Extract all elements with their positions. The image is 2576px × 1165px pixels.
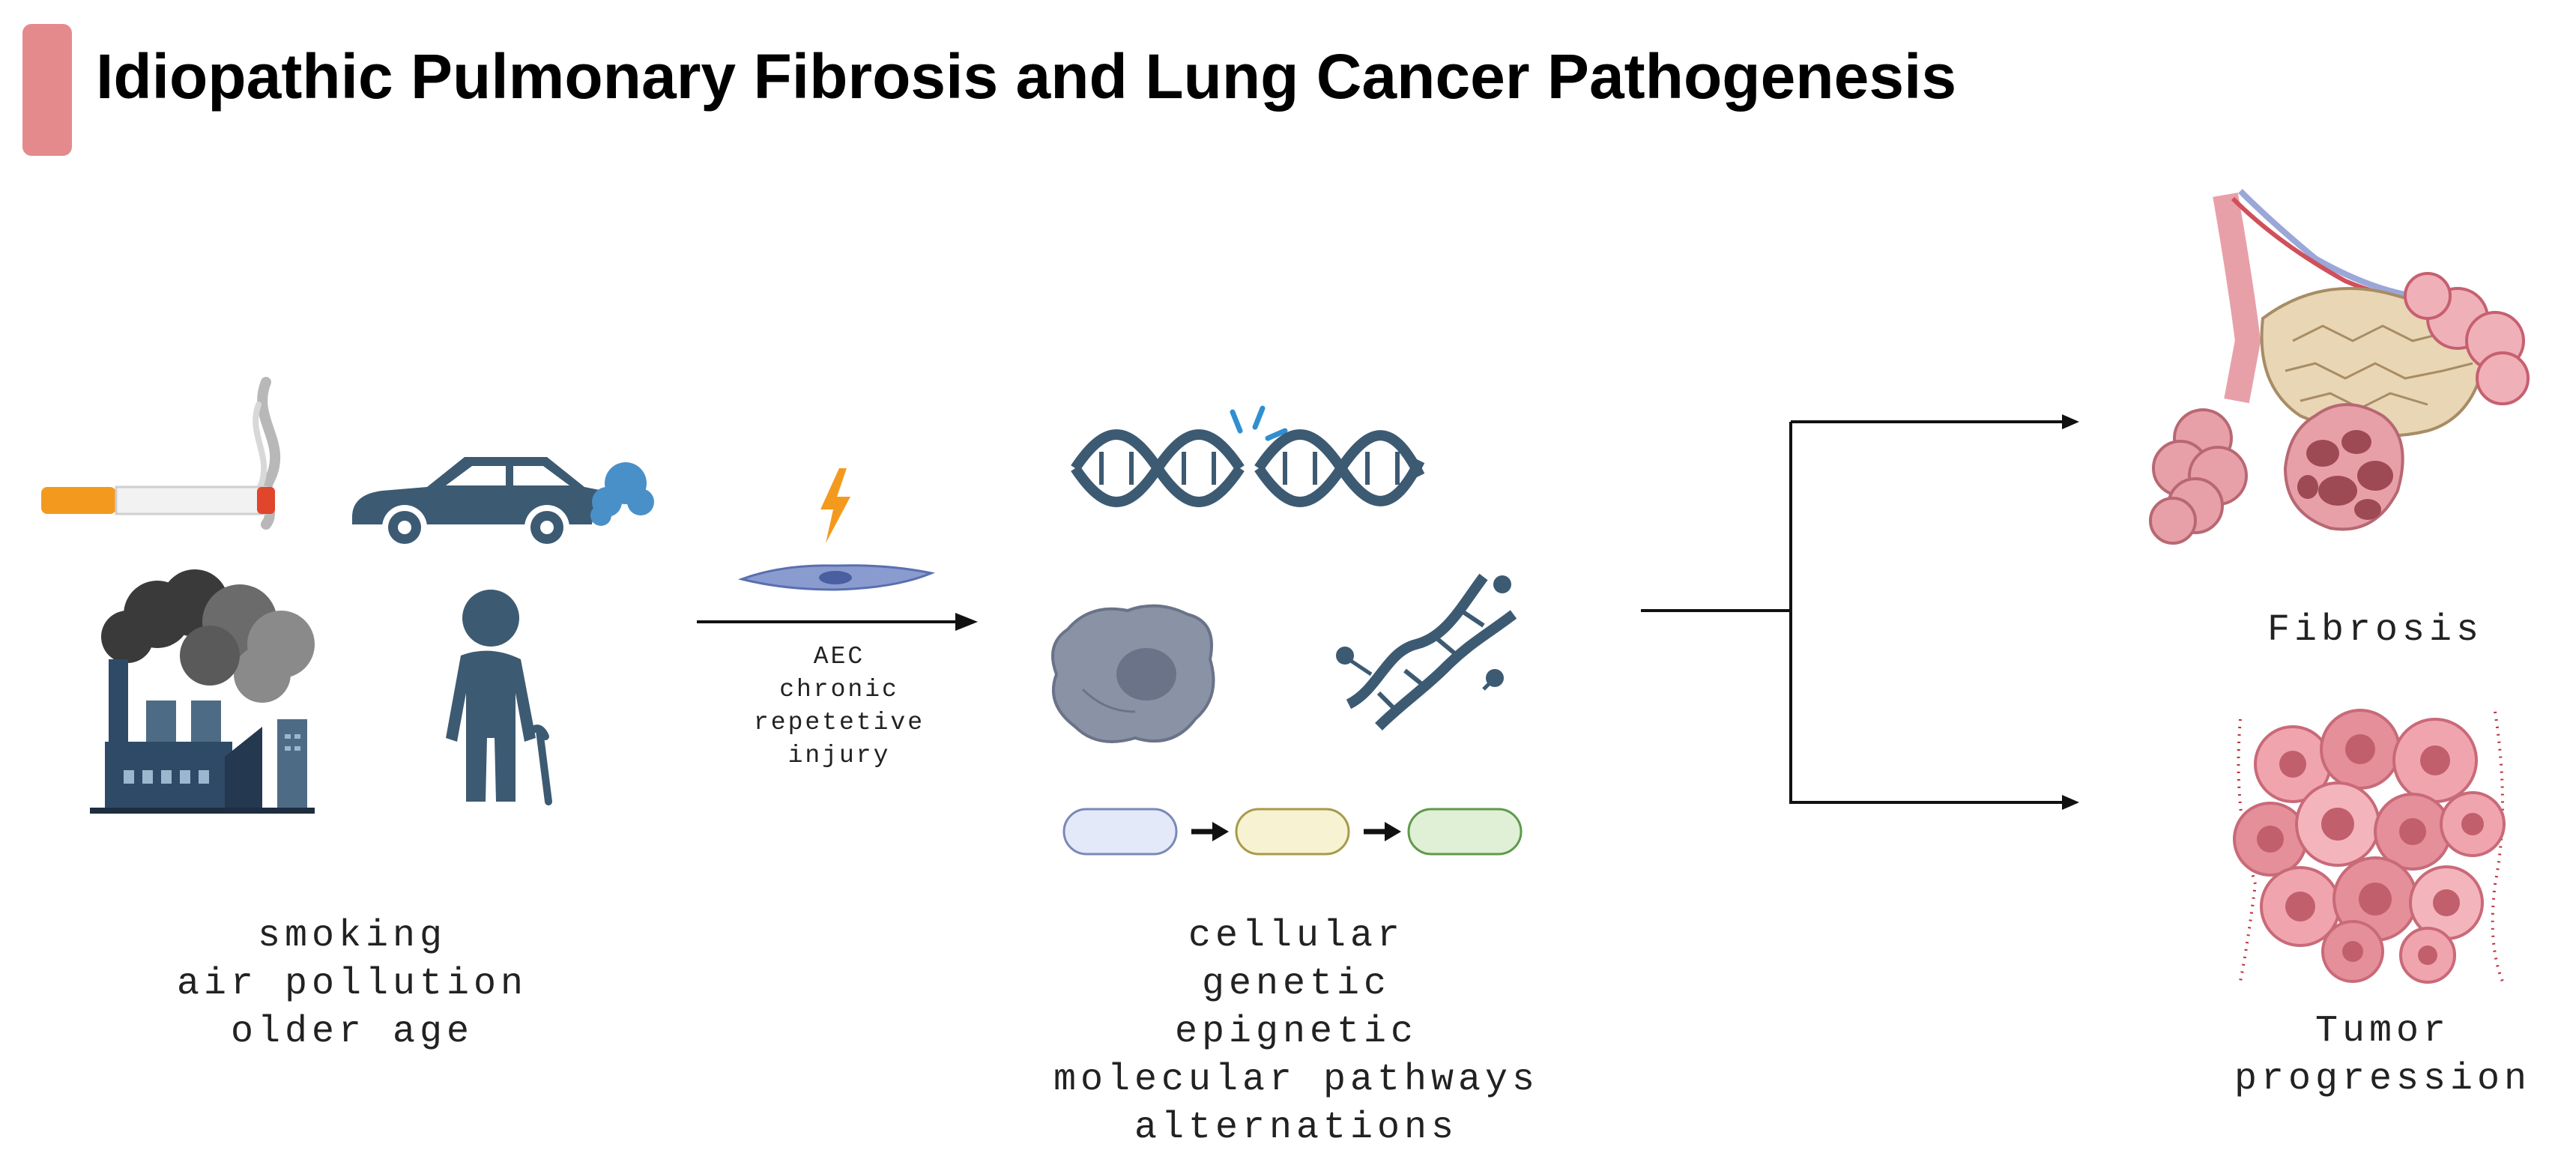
factory-smoke-icon: [90, 569, 315, 814]
alteration-molecular-pathways: molecular pathways: [1053, 1059, 1540, 1101]
title-accent-bar: [22, 24, 72, 156]
dna-molecule-icon: [1336, 573, 1517, 730]
tumor-cells-icon: [2233, 709, 2506, 984]
branch-connector: [1641, 414, 2079, 810]
tumor-label-line2: progression: [2234, 1058, 2532, 1101]
injury-text: AEC chronic repetetive injury: [719, 641, 959, 772]
alteration-alternations: alternations: [1134, 1107, 1459, 1149]
cigarette-icon: [41, 377, 281, 530]
injury-injury: injury: [787, 742, 891, 769]
injury-chronic: chronic: [779, 676, 899, 703]
car-exhaust-icon: [352, 457, 654, 550]
tumor-progression-label: Tumor progression: [2203, 1008, 2563, 1104]
alteration-epignetic: epignetic: [1174, 1011, 1418, 1053]
lightning-icon: [820, 468, 850, 543]
tumor-label-line1: Tumor: [2315, 1010, 2451, 1053]
alteration-cellular: cellular: [1188, 915, 1405, 957]
risk-older-age: older age: [230, 1011, 474, 1053]
risk-air-pollution: air pollution: [176, 963, 528, 1005]
alterations-text: cellular genetic epignetic molecular pat…: [1027, 913, 1566, 1152]
epithelial-cell-icon: [737, 564, 936, 591]
pathway-pills-icon: [1062, 808, 1523, 856]
risk-factors-text: smoking air pollution older age: [150, 913, 554, 1056]
injury-repetetive: repetetive: [753, 709, 925, 736]
injury-arrow: [697, 613, 978, 631]
risk-smoking: smoking: [257, 915, 447, 957]
cell-icon: [1051, 604, 1215, 743]
fibrosis-label: Fibrosis: [2267, 609, 2484, 652]
injury-aec: AEC: [813, 643, 865, 671]
elderly-person-icon: [446, 590, 552, 805]
page-title: Idiopathic Pulmonary Fibrosis and Lung C…: [96, 41, 1957, 112]
dna-helix-icon: [1071, 405, 1425, 507]
fibrotic-lung-icon: [2149, 189, 2530, 545]
alteration-genetic: genetic: [1201, 963, 1391, 1005]
